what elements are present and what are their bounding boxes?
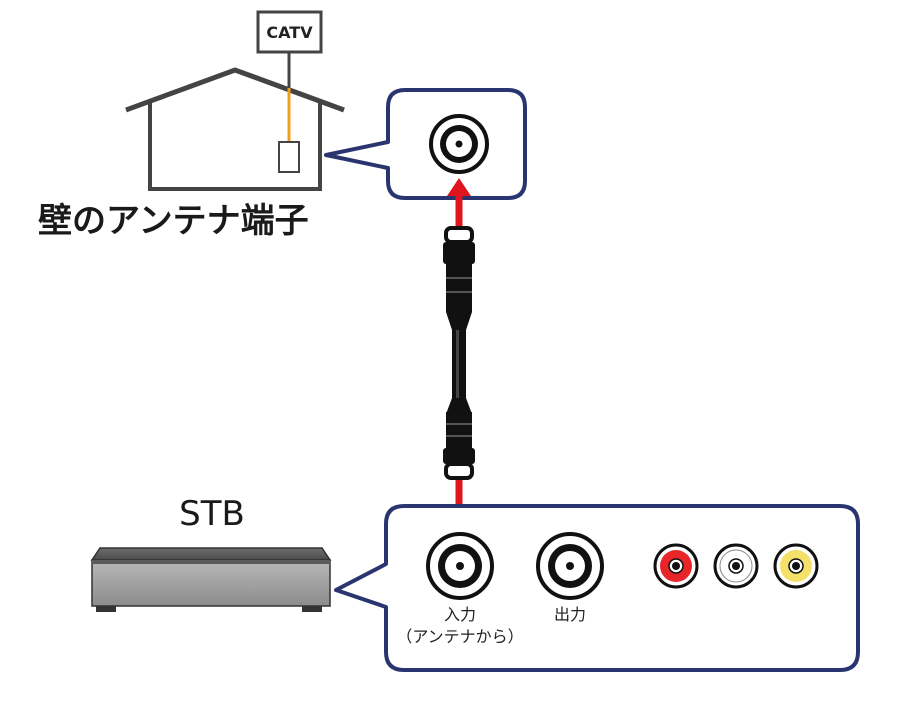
wall-outlet xyxy=(278,141,300,173)
stb-device xyxy=(90,547,332,612)
stb-rear-panel-callout: 入力 （アンテナから） 出力 xyxy=(334,504,860,672)
wall-terminal-label: 壁のアンテナ端子 xyxy=(38,201,309,241)
rca-white-jack xyxy=(713,543,759,589)
coax-cable xyxy=(443,178,475,530)
arrow-to-wall-head xyxy=(447,178,471,196)
output-label: 出力 xyxy=(554,605,586,624)
house-walls xyxy=(148,100,322,191)
rca-yellow-jack xyxy=(773,543,819,589)
input-label: 入力 xyxy=(444,605,476,624)
output-coax-jack xyxy=(536,532,604,600)
input-coax-jack xyxy=(426,532,494,600)
rca-red-jack xyxy=(653,543,699,589)
input-sub-label: （アンテナから） xyxy=(396,627,523,646)
house-roof xyxy=(125,67,345,113)
wall-coax-jack xyxy=(429,114,489,174)
wall-terminal-callout xyxy=(324,88,527,200)
stb-top xyxy=(90,547,332,561)
antenna-label: CATV xyxy=(266,23,313,42)
stb-foot-left xyxy=(96,606,116,612)
stb-front xyxy=(91,559,331,607)
house: CATV xyxy=(125,10,345,191)
stb-label: STB xyxy=(179,494,245,534)
stb-foot-right xyxy=(302,606,322,612)
